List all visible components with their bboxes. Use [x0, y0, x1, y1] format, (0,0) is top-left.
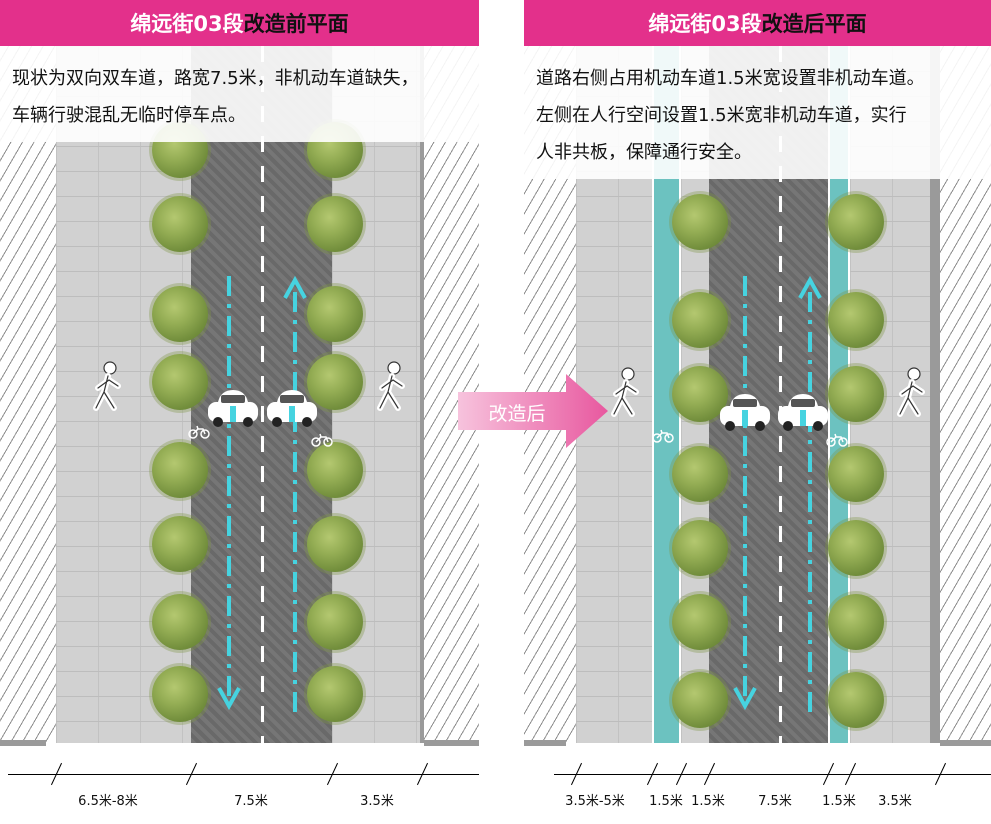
after-title-part1: 绵远街03段 — [648, 12, 762, 36]
before-title-part2: 改造前平面 — [243, 12, 349, 36]
tree-icon — [672, 594, 728, 650]
tree-icon — [672, 520, 728, 576]
tree-icon — [307, 286, 363, 342]
before-desc-line2: 车辆行驶混乱无临时停车点。 — [12, 105, 246, 126]
after-desc-line2: 左侧在人行空间设置1.5米宽非机动车道，实行 — [536, 105, 907, 126]
dimension-label: 6.5米-8米 — [78, 794, 138, 809]
tree-icon — [307, 354, 363, 410]
dimension-label: 1.5米 — [822, 794, 856, 809]
transition-arrow-icon — [458, 374, 608, 448]
tree-icon — [828, 594, 884, 650]
after-title-part2: 改造后平面 — [761, 12, 867, 36]
tree-icon — [307, 196, 363, 252]
after-desc-line1: 道路右侧占用机动车道1.5米宽设置非机动车道。 — [536, 68, 925, 89]
dimension-line — [554, 774, 991, 775]
tree-icon — [672, 446, 728, 502]
after-desc-line3: 人非共板，保障通行安全。 — [536, 142, 752, 163]
tree-icon — [152, 594, 208, 650]
tree-icon — [307, 666, 363, 722]
after-description: 道路右侧占用机动车道1.5米宽设置非机动车道。 左侧在人行空间设置1.5米宽非机… — [524, 46, 991, 179]
before-plan-drawing — [0, 46, 479, 743]
tree-icon — [307, 442, 363, 498]
tree-icon — [307, 516, 363, 572]
dimension-label: 7.5米 — [234, 794, 268, 809]
after-title: 绵远街03段改造后平面 — [524, 0, 991, 46]
tree-icon — [828, 672, 884, 728]
dimension-label: 3.5米 — [360, 794, 394, 809]
tree-icon — [672, 194, 728, 250]
dimension-label: 3.5米-5米 — [565, 794, 625, 809]
ground-line — [524, 740, 566, 746]
building-wall — [420, 46, 424, 743]
tree-icon — [828, 366, 884, 422]
ground-line — [940, 740, 991, 746]
ground-line — [0, 740, 46, 746]
ground-line — [424, 740, 479, 746]
tree-icon — [152, 516, 208, 572]
dimension-label: 3.5米 — [878, 794, 912, 809]
building-wall — [930, 46, 940, 743]
after-plan-panel: 绵远街03段改造后平面 — [524, 0, 991, 824]
tree-icon — [828, 194, 884, 250]
tree-icon — [828, 446, 884, 502]
center-lane-marking — [261, 46, 264, 743]
before-title-part1: 绵远街03段 — [130, 12, 244, 36]
tree-icon — [152, 354, 208, 410]
transition-label: 改造后 — [488, 403, 546, 425]
right-building-hatch — [424, 46, 479, 743]
tree-icon — [828, 520, 884, 576]
tree-icon — [307, 594, 363, 650]
dimension-label: 1.5米 — [691, 794, 725, 809]
before-title: 绵远街03段改造前平面 — [0, 0, 479, 46]
tree-icon — [828, 292, 884, 348]
before-description: 现状为双向双车道，路宽7.5米，非机动车道缺失， 车辆行驶混乱无临时停车点。 — [0, 46, 479, 142]
tree-icon — [152, 196, 208, 252]
dimension-label: 1.5米 — [649, 794, 683, 809]
tree-icon — [152, 442, 208, 498]
tree-icon — [672, 672, 728, 728]
dimension-label: 7.5米 — [758, 794, 792, 809]
tree-icon — [152, 286, 208, 342]
dimension-line — [8, 774, 479, 775]
tree-icon — [672, 292, 728, 348]
tree-icon — [672, 366, 728, 422]
before-desc-line1: 现状为双向双车道，路宽7.5米，非机动车道缺失， — [12, 68, 419, 89]
left-building-hatch — [0, 46, 56, 743]
tree-icon — [152, 666, 208, 722]
before-plan-panel: 绵远街03段改造前平面 — [0, 0, 479, 824]
